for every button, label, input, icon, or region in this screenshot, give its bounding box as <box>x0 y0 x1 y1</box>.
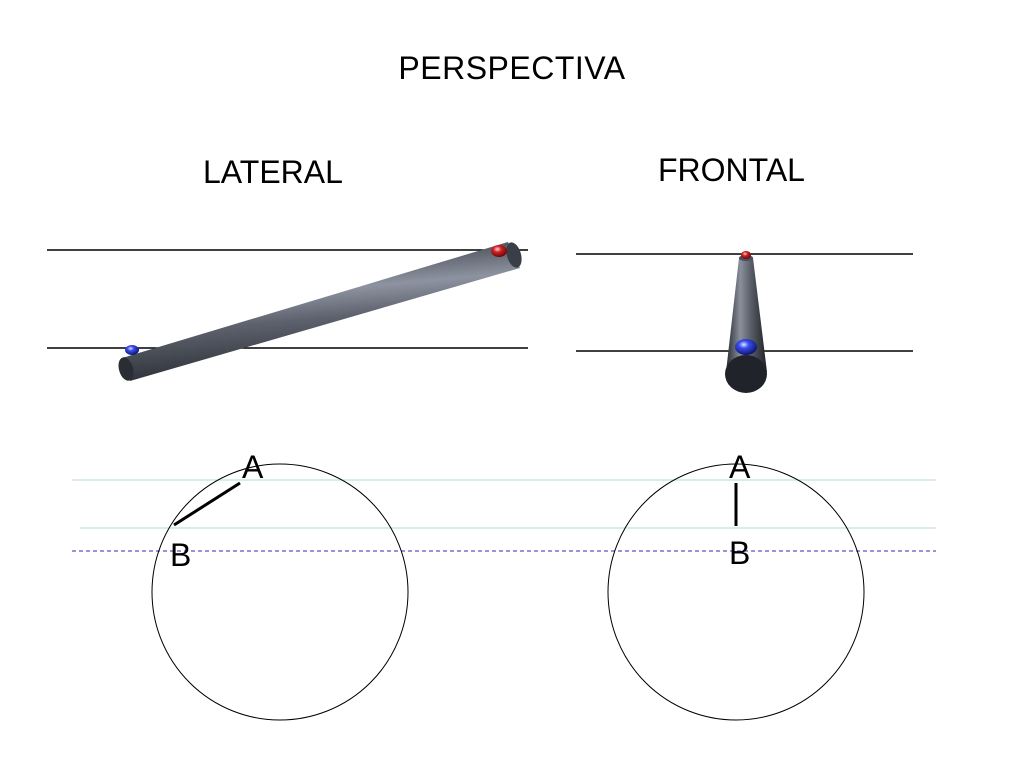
lateral-view-circle <box>151 463 409 721</box>
frontal-red-end-marker <box>741 251 751 259</box>
lateral-red-end-marker <box>491 245 507 257</box>
frontal-rod <box>725 251 767 393</box>
lateral-point-b-label: B <box>170 537 191 573</box>
slide-title: PERSPECTIVA <box>398 50 626 86</box>
lateral-rod <box>118 242 522 381</box>
frontal-point-b-label: B <box>729 535 750 571</box>
lateral-blue-end-marker <box>125 345 139 355</box>
lateral-ab-segment <box>173 481 241 527</box>
frontal-view-circle <box>607 463 865 721</box>
frontal-blue-end-marker <box>735 339 757 355</box>
frontal-point-a-label: A <box>729 449 751 485</box>
lateral-point-a-label: A <box>242 449 264 485</box>
frontal-view-label: FRONTAL <box>658 152 805 188</box>
lateral-view-label: LATERAL <box>203 154 343 190</box>
